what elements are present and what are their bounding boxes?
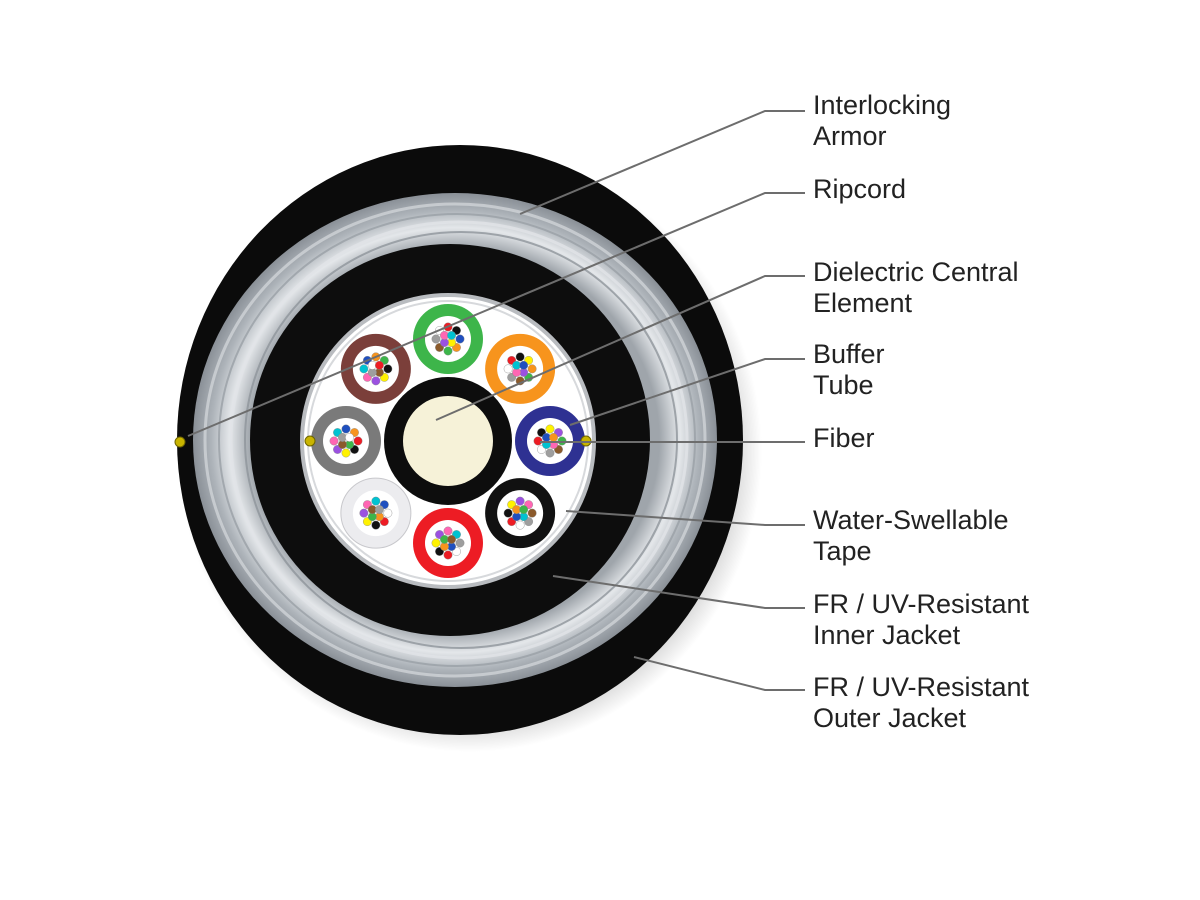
fiber-strand <box>383 364 393 374</box>
fiber-strand <box>503 508 513 518</box>
fiber-strand <box>375 505 384 514</box>
buffer-tube-brown <box>340 333 411 404</box>
fiber-strand <box>431 538 441 548</box>
fiber-strand <box>549 433 558 442</box>
buffer-tube-green <box>413 304 483 374</box>
armor-ring <box>229 220 689 660</box>
buffer-tube-orange <box>485 333 556 404</box>
ripcord-marker-outer <box>174 436 186 448</box>
label-water-swellable-tape: Water-Swellable Tape <box>813 505 1016 566</box>
fiber-strand <box>329 436 339 446</box>
leader-inner-jacket <box>552 575 805 609</box>
fiber-strand <box>503 364 513 374</box>
armor-ring <box>203 202 707 678</box>
fiber-strand <box>341 424 351 434</box>
fiber-strand <box>443 346 453 356</box>
fiber-strand <box>431 334 441 344</box>
fiber-strand <box>371 376 381 386</box>
fiber-strand <box>527 508 537 518</box>
leader-outer-jacket <box>633 656 805 691</box>
label-outer-jacket: FR / UV-Resistant Outer Jacket <box>813 672 1037 733</box>
armor-ring <box>244 231 678 649</box>
fiber-strand <box>545 424 555 434</box>
fiber-strand <box>447 331 456 340</box>
fiber-strand <box>515 496 525 506</box>
leader-interlocking-armor <box>519 110 805 215</box>
fiber-strand <box>443 550 453 560</box>
fiber-strand <box>455 334 465 344</box>
fiber-strand <box>353 436 363 446</box>
label-inner-jacket: FR / UV-Resistant Inner Jacket <box>813 589 1037 650</box>
fiber-strand <box>515 352 525 362</box>
fiber-strand <box>341 448 351 458</box>
label-dielectric-central-element: Dielectric Central Element <box>813 257 1026 318</box>
armor-corrugation-rings <box>203 202 707 678</box>
fiber-strand <box>515 520 525 530</box>
fiber-strand <box>359 508 369 518</box>
buffer-tube-red <box>413 508 483 578</box>
fiber-strand <box>375 360 384 370</box>
fiber-strand <box>383 508 393 518</box>
leader-dielectric-central-element <box>435 275 805 421</box>
label-buffer-tube: Buffer Tube <box>813 339 892 400</box>
fiber-strand <box>443 526 453 536</box>
armor-ring <box>218 213 696 667</box>
fiber-strand <box>455 538 465 548</box>
fiber-strand <box>371 496 381 506</box>
leader-ripcord <box>187 192 805 437</box>
leader-buffer-tube <box>569 358 805 426</box>
dielectric-central-element <box>403 396 493 486</box>
leader-water-swellable-tape <box>565 510 805 526</box>
label-interlocking-armor: Interlocking Armor <box>813 90 959 151</box>
fiber-strand <box>345 433 354 442</box>
fiber-strand <box>371 520 381 530</box>
buffer-tubes <box>311 304 585 578</box>
fiber-strand <box>527 364 537 374</box>
buffer-tube-white <box>340 477 412 549</box>
buffer-tube-black <box>485 478 556 549</box>
fiber-strand <box>519 505 529 514</box>
buffer-tube-gray <box>311 406 381 476</box>
callout-labels: Interlocking Armor Ripcord Dielectric Ce… <box>813 90 1037 733</box>
fiber-strand <box>545 448 555 458</box>
fiber-strand <box>359 364 369 374</box>
fiber-strand <box>447 535 456 544</box>
ripcord-marker-inner-left <box>304 435 316 447</box>
fiber-strand <box>519 360 529 370</box>
label-fiber: Fiber <box>813 423 875 453</box>
label-ripcord: Ripcord <box>813 174 906 204</box>
leader-lines <box>187 110 805 691</box>
